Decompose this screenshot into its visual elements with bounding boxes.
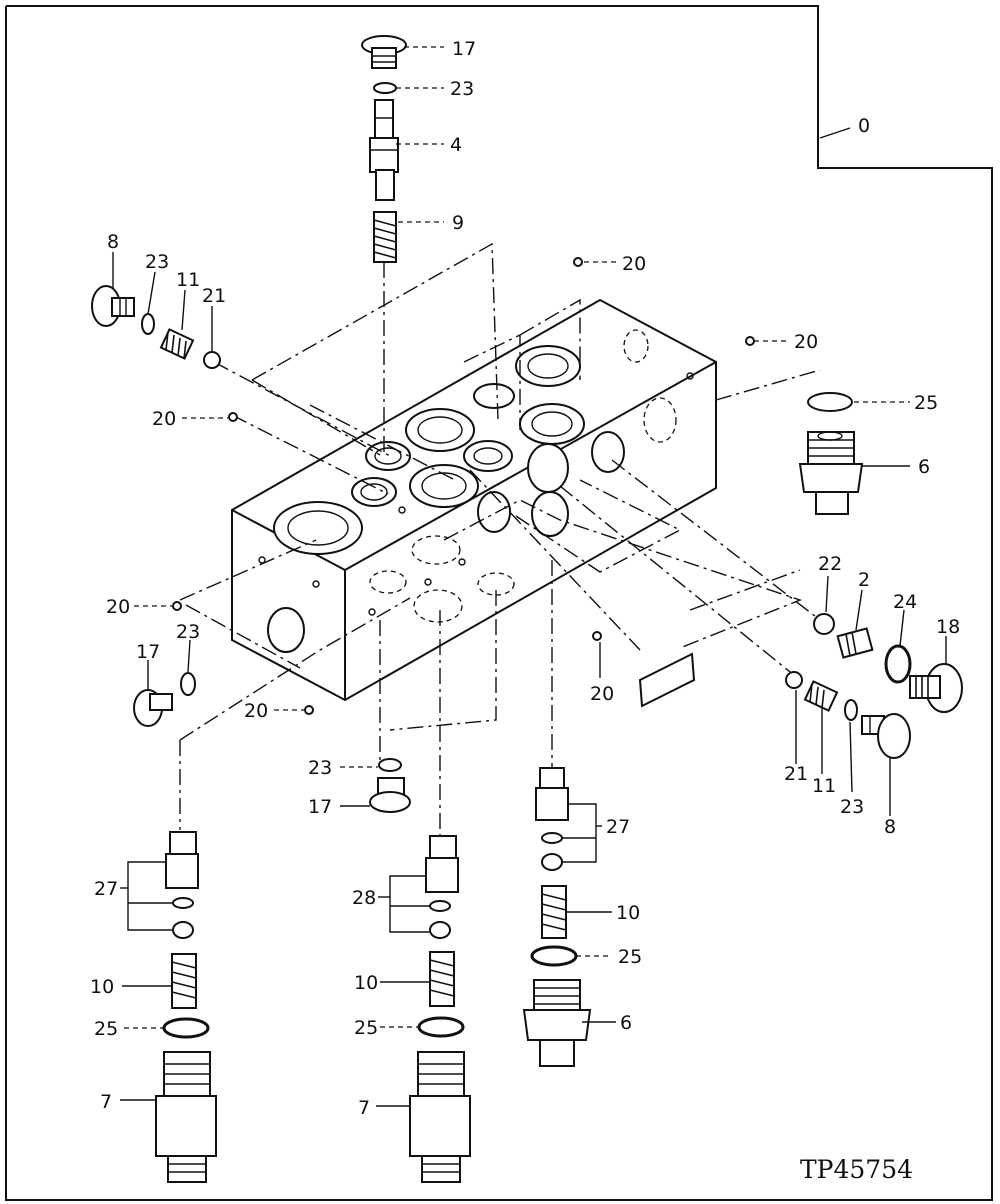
lowright-o-ring-25 <box>530 945 578 967</box>
callout-20-d: 20 <box>106 596 130 618</box>
left-washer-27a <box>172 897 194 909</box>
assembly-center-lines <box>179 242 821 840</box>
leader-lines <box>112 46 947 1107</box>
left-poppet-27 <box>165 831 199 889</box>
callout-10-right: 10 <box>616 902 640 924</box>
ball-22 <box>813 613 835 635</box>
callout-17-top: 17 <box>452 38 476 60</box>
callout-20-c: 20 <box>152 408 176 430</box>
callout-25-mid: 25 <box>354 1017 378 1039</box>
left-plug-8 <box>91 285 135 327</box>
callout-23-lowleft: 23 <box>176 621 200 643</box>
callout-25-right: 25 <box>914 392 938 414</box>
callout-22: 22 <box>818 553 842 575</box>
mid-plug-17 <box>369 777 411 813</box>
callout-10-left: 10 <box>90 976 114 998</box>
callout-11-left: 11 <box>176 269 200 291</box>
mid-valve-7 <box>409 1051 471 1183</box>
callout-20-f: 20 <box>244 700 268 722</box>
figure-code: TP45754 <box>800 1155 913 1184</box>
left-plug-17 <box>133 689 173 727</box>
o-ring-24 <box>884 644 912 684</box>
callout-4: 4 <box>450 134 462 156</box>
callout-18: 18 <box>936 616 960 638</box>
callout-23-left: 23 <box>145 251 169 273</box>
callout-25-lowright: 25 <box>618 946 642 968</box>
top-poppet-4 <box>369 99 399 201</box>
callout-8-left: 8 <box>107 231 119 253</box>
top-plug-17 <box>361 35 407 69</box>
left-valve-7 <box>155 1051 217 1183</box>
callout-23-right: 23 <box>840 796 864 818</box>
callout-20-b: 20 <box>794 331 818 353</box>
mid-o-ring-23 <box>378 758 402 772</box>
left-ball-21 <box>203 351 221 369</box>
left-o-ring-25 <box>162 1017 210 1039</box>
right-o-ring-23 <box>844 699 858 721</box>
mid-washer-28a <box>429 900 451 912</box>
callout-2: 2 <box>858 569 870 591</box>
left-spring-11 <box>159 328 195 360</box>
right-fitting-6 <box>798 431 864 515</box>
name-plate <box>638 652 696 708</box>
mid-spring-10 <box>429 951 455 1007</box>
top-spring-9 <box>373 211 397 263</box>
callout-6-low: 6 <box>620 1012 632 1034</box>
callout-6-right: 6 <box>918 456 930 478</box>
lowleft-o-ring-23 <box>180 672 196 696</box>
left-washer-27b <box>172 921 194 939</box>
right-ball-21 <box>785 671 803 689</box>
callout-28: 28 <box>352 887 376 909</box>
right-spring-10 <box>541 885 567 939</box>
right-o-ring-25 <box>807 392 853 412</box>
mid-washer-28b <box>429 921 451 939</box>
right-washer-27a <box>541 832 563 844</box>
callout-27-left: 27 <box>94 878 118 900</box>
callout-24: 24 <box>893 591 917 613</box>
callout-25-left: 25 <box>94 1018 118 1040</box>
plug-18 <box>909 663 963 713</box>
right-washer-27b <box>541 853 563 871</box>
plug-balls-20 <box>172 257 755 715</box>
callout-20-e: 20 <box>590 683 614 705</box>
valve-body <box>231 298 717 702</box>
right-poppet-27 <box>535 767 569 821</box>
callout-20-a: 20 <box>622 253 646 275</box>
left-o-ring-23 <box>141 313 155 335</box>
mid-o-ring-25 <box>417 1016 465 1038</box>
callout-27-right: 27 <box>606 816 630 838</box>
top-o-ring-23 <box>373 82 397 94</box>
callout-23-mid: 23 <box>308 757 332 779</box>
callout-9: 9 <box>452 212 464 234</box>
figure-frame <box>5 5 993 1201</box>
callout-21-right: 21 <box>784 763 808 785</box>
callout-labels: 0 17 23 4 9 8 23 11 21 20 20 20 20 20 20… <box>90 38 960 1184</box>
callout-10-mid: 10 <box>354 972 378 994</box>
right-plug-8 <box>861 713 911 759</box>
plug-2 <box>836 627 874 659</box>
callout-21-left: 21 <box>202 285 226 307</box>
callout-7-mid: 7 <box>358 1097 370 1119</box>
callout-0: 0 <box>858 115 870 137</box>
right-spring-11 <box>803 680 839 712</box>
callout-7-left: 7 <box>100 1091 112 1113</box>
left-spring-10 <box>171 953 197 1009</box>
callout-17-mid: 17 <box>308 796 332 818</box>
callout-17-left: 17 <box>136 641 160 663</box>
low-fitting-6 <box>522 979 592 1067</box>
callout-8-right: 8 <box>884 816 896 838</box>
callout-11-right: 11 <box>812 775 836 797</box>
mid-poppet-28 <box>425 835 459 893</box>
callout-23-top: 23 <box>450 78 474 100</box>
